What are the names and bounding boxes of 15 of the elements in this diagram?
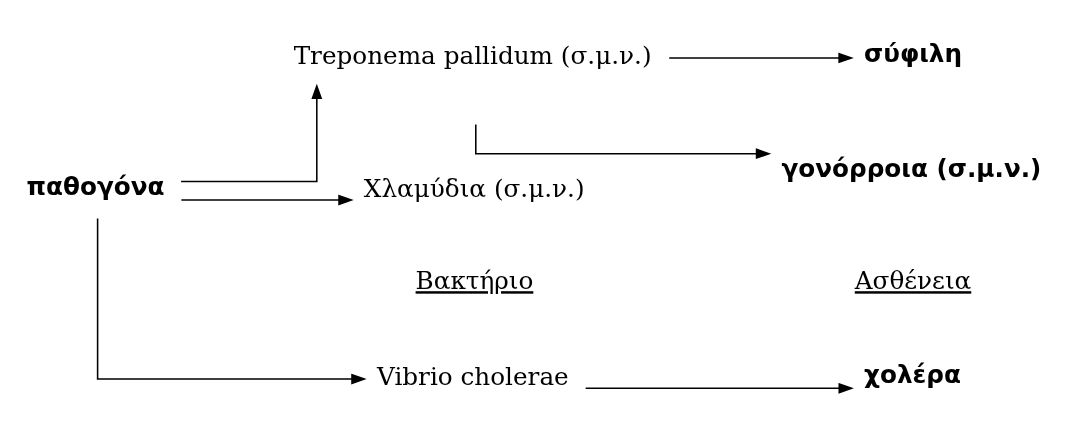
node-text: παθογόνα [26,172,165,202]
label: Ασθένεια [854,266,972,296]
node-text: γονόρροια (σ.μ.ν.) [781,153,1042,183]
node-text: σύφιλη [864,39,963,69]
node-text: Χλαμύδια (σ.μ.ν.) [363,173,585,203]
arrow [668,52,854,64]
arrow [180,194,354,206]
arrow [475,123,772,160]
arrow [584,382,854,394]
arrow [180,83,323,183]
node-text: Treponema pallidum (σ.μ.ν.) [293,40,652,70]
node-text: Vibrio cholerae [377,361,569,391]
label: Βακτήριο [415,266,534,296]
node-text: χολέρα [864,360,961,390]
arrow [96,217,367,385]
